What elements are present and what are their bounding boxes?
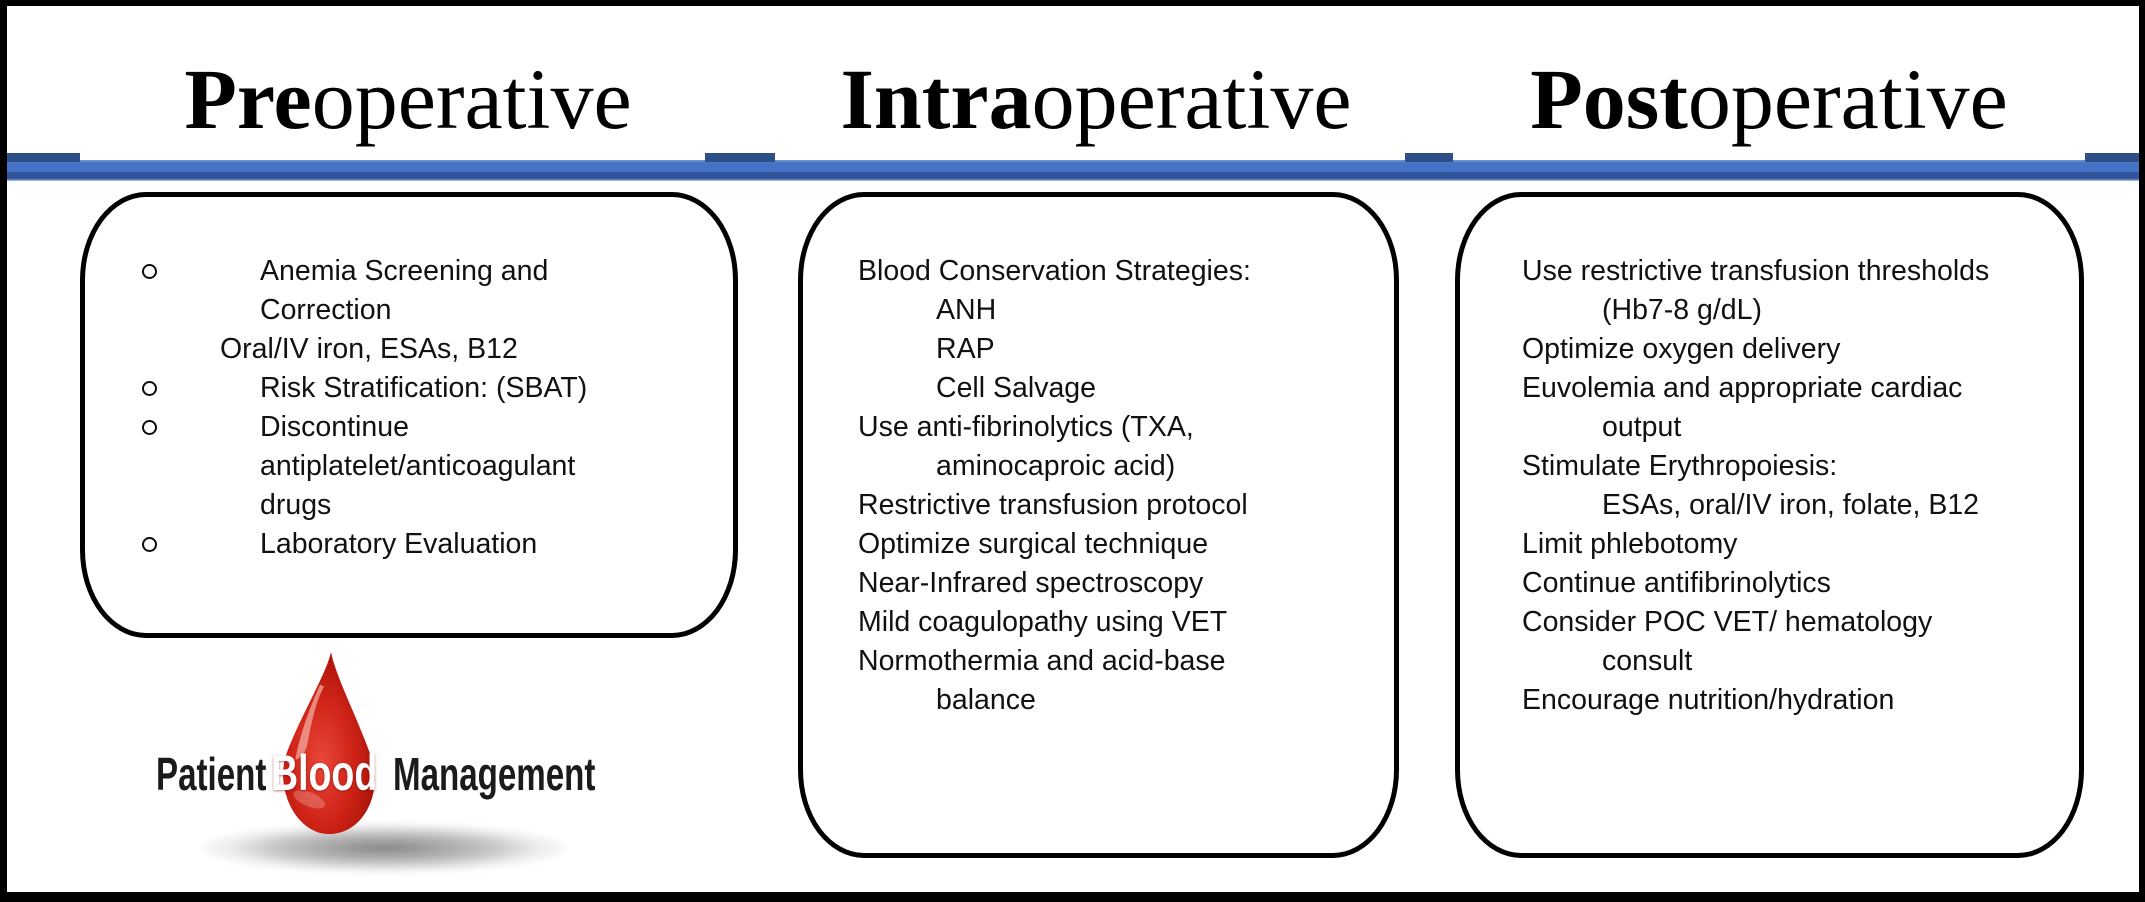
header-postoperative: Postoperative <box>1530 56 2008 142</box>
frame-border-top <box>0 0 2145 6</box>
list-item: antiplatelet/anticoagulant <box>85 447 733 486</box>
list-item-text: output <box>1602 411 1682 443</box>
frame-border-left <box>0 0 7 902</box>
header-intraoperative-rest: operative <box>1031 51 1352 147</box>
divider-notch <box>705 153 775 162</box>
logo-drop-shadow <box>203 823 565 873</box>
list-item-text: Optimize oxygen delivery <box>1522 333 1841 365</box>
list-item: ESAs, oral/IV iron, folate, B12 <box>1460 486 2079 525</box>
list-item-text: Encourage nutrition/hydration <box>1522 684 1895 716</box>
list-item-text: aminocaproic acid) <box>936 450 1176 482</box>
list-item: aminocaproic acid) <box>803 447 1394 486</box>
header-preoperative: Preoperative <box>184 56 631 142</box>
list-item-text: Continue antifibrinolytics <box>1522 567 1831 599</box>
list-item-text: drugs <box>260 489 332 521</box>
list-item: ANH <box>803 291 1394 330</box>
list-item-text: Discontinue <box>260 411 409 443</box>
bullet-circle-icon <box>142 264 157 279</box>
list-item: output <box>1460 408 2079 447</box>
header-postoperative-prefix: Post <box>1530 51 1688 147</box>
list-item-text: Use restrictive transfusion thresholds <box>1522 255 1990 287</box>
divider-notch <box>1405 153 1453 162</box>
list-item: Use restrictive transfusion thresholds <box>1460 252 2079 291</box>
box-postoperative: Use restrictive transfusion thresholds (H… <box>1455 192 2084 858</box>
list-item: RAP <box>803 330 1394 369</box>
list-item-text: ESAs, oral/IV iron, folate, B12 <box>1602 489 1980 521</box>
list-item-text: Stimulate Erythropoiesis: <box>1522 450 1838 482</box>
list-item: Blood Conservation Strategies: <box>803 252 1394 291</box>
list-item-text: Cell Salvage <box>936 372 1097 404</box>
list-item: Near-Infrared spectroscopy <box>803 564 1394 603</box>
bullet-circle-icon <box>142 420 157 435</box>
header-intraoperative: Intraoperative <box>840 56 1351 142</box>
list-item-text: Oral/IV iron, ESAs, B12 <box>220 333 518 365</box>
list-item: Optimize oxygen delivery <box>1460 330 2079 369</box>
list-item-text: Near-Infrared spectroscopy <box>858 567 1204 599</box>
list-item: Normothermia and acid-base <box>803 642 1394 681</box>
bullet-circle-icon <box>142 381 157 396</box>
logo-text-management: Management <box>393 748 596 800</box>
list-item-text: Anemia Screening and <box>260 255 549 287</box>
list-item-text: Optimize surgical technique <box>858 528 1209 560</box>
divider-notch <box>0 153 80 162</box>
list-item-text: Risk Stratification: (SBAT) <box>260 372 588 404</box>
list-item: balance <box>803 681 1394 720</box>
header-preoperative-rest: operative <box>311 51 632 147</box>
list-item-text: Restrictive transfusion protocol <box>858 489 1248 521</box>
logo-text-blood: Blood <box>271 745 378 801</box>
list-item: Correction <box>85 291 733 330</box>
list-item: Optimize surgical technique <box>803 525 1394 564</box>
list-item: Encourage nutrition/hydration <box>1460 681 2079 720</box>
list-item: Use anti-fibrinolytics (TXA, <box>803 408 1394 447</box>
list-item-text: (Hb7-8 g/dL) <box>1602 294 1762 326</box>
list-item: Stimulate Erythropoiesis: <box>1460 447 2079 486</box>
list-item: (Hb7-8 g/dL) <box>1460 291 2079 330</box>
list-item-text: balance <box>936 684 1036 716</box>
list-item: Continue antifibrinolytics <box>1460 564 2079 603</box>
logo-text-patient: Patient <box>156 748 267 800</box>
list-item-text: Normothermia and acid-base <box>858 645 1226 677</box>
blood-drop-icon <box>283 651 375 835</box>
list-item-text: Consider POC VET/ hematology <box>1522 606 1933 638</box>
list-item-text: Blood Conservation Strategies: <box>858 255 1251 287</box>
list-item: Cell Salvage <box>803 369 1394 408</box>
list-item-text: Laboratory Evaluation <box>260 528 538 560</box>
list-item-text: antiplatelet/anticoagulant <box>260 450 576 482</box>
section-divider-bar <box>0 160 2145 181</box>
list-item-text: consult <box>1602 645 1693 677</box>
box-intraoperative: Blood Conservation Strategies: ANH RAP Cell… <box>798 192 1399 858</box>
list-item: Risk Stratification: (SBAT) <box>85 369 733 408</box>
list-item: Consider POC VET/ hematology <box>1460 603 2079 642</box>
list-item: Oral/IV iron, ESAs, B12 <box>85 330 733 369</box>
list-item-text: Limit phlebotomy <box>1522 528 1738 560</box>
header-preoperative-prefix: Pre <box>184 51 312 147</box>
list-item: Discontinue <box>85 408 733 447</box>
list-item: Restrictive transfusion protocol <box>803 486 1394 525</box>
header-postoperative-rest: operative <box>1687 51 2008 147</box>
list-item-text: Euvolemia and appropriate cardiac <box>1522 372 1963 404</box>
list-item-text: RAP <box>936 333 995 365</box>
divider-notch <box>2085 153 2145 162</box>
list-item-text: Correction <box>260 294 392 326</box>
list-item: Euvolemia and appropriate cardiac <box>1460 369 2079 408</box>
list-item: Limit phlebotomy <box>1460 525 2079 564</box>
intraoperative-list: Blood Conservation Strategies: ANH RAP Cell… <box>803 197 1394 720</box>
postoperative-list: Use restrictive transfusion thresholds (H… <box>1460 197 2079 720</box>
list-item: Mild coagulopathy using VET <box>803 603 1394 642</box>
list-item: consult <box>1460 642 2079 681</box>
list-item: Laboratory Evaluation <box>85 525 733 564</box>
list-item: drugs <box>85 486 733 525</box>
frame-border-right <box>2139 0 2145 902</box>
bullet-circle-icon <box>142 537 157 552</box>
header-intraoperative-prefix: Intra <box>840 51 1032 147</box>
list-item-text: ANH <box>936 294 997 326</box>
list-item-text: Mild coagulopathy using VET <box>858 606 1228 638</box>
list-item-text: Use anti-fibrinolytics (TXA, <box>858 411 1194 443</box>
frame-border-bottom <box>0 892 2145 902</box>
list-item: Anemia Screening and <box>85 252 733 291</box>
